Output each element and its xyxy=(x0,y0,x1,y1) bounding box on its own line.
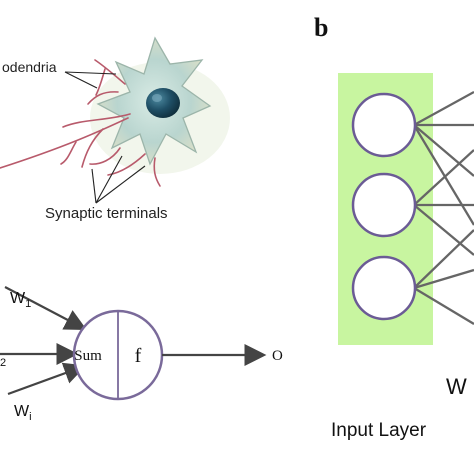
input-node-2 xyxy=(351,172,417,238)
weight-w2-label: 2 xyxy=(0,357,6,369)
input-node-3 xyxy=(351,255,417,321)
label-pointer-lines xyxy=(64,71,146,204)
sum-label: Sum xyxy=(74,348,102,364)
axon-branches xyxy=(0,59,161,187)
synaptic-terminals-label: Synaptic terminals xyxy=(45,205,168,222)
panel-b-label: b xyxy=(314,13,328,42)
activation-function-label: f xyxy=(135,345,142,367)
neural-network-diagram: b W Input Layer xyxy=(314,13,474,441)
dendrites-label: odendria xyxy=(2,59,57,75)
input-arrow-wi xyxy=(7,362,87,396)
input-arrow-w1 xyxy=(4,286,87,331)
weight-wi-label: Wi xyxy=(14,403,32,423)
perceptron-diagram: Sum f O W1 2 Wi xyxy=(0,286,283,423)
input-node-1 xyxy=(351,92,417,158)
biological-neuron-illustration: odendria Synaptic terminals xyxy=(0,36,230,222)
weight-letter: W xyxy=(446,374,467,399)
network-connections xyxy=(413,90,474,325)
weight-w1-label: W1 xyxy=(10,290,31,310)
nucleus xyxy=(146,88,180,118)
input-layer-label: Input Layer xyxy=(331,420,427,441)
output-label: O xyxy=(272,348,283,364)
nucleus-highlight xyxy=(152,94,162,102)
